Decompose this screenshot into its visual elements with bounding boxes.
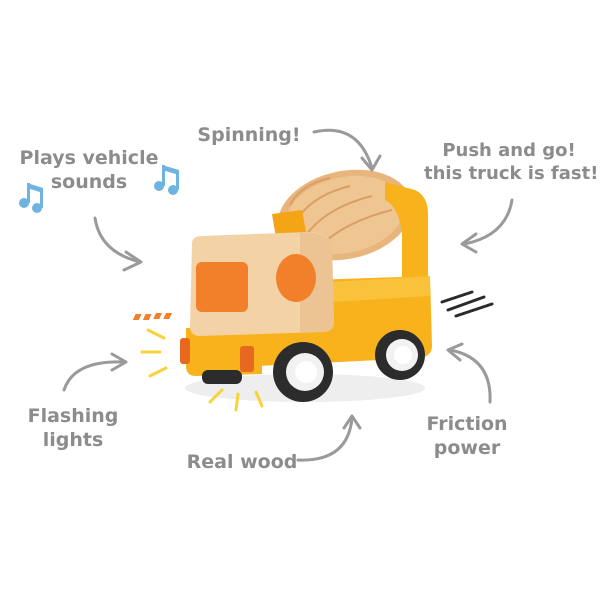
music-note-icon-2 [154,165,179,195]
front-bumper [180,326,262,376]
front-left-wheel [202,370,242,384]
right-headlight [240,346,254,372]
callout-friction-line2: power [433,436,501,459]
speed-lines-icon [440,290,494,318]
arrow-icon-wood [296,414,362,462]
callout-push-and-go: Push and go! this truck is fast! [424,140,599,185]
callout-spinning-line1: Spinning! [197,124,301,146]
front-wheel [273,342,333,402]
callout-flashing-line2: lights [42,428,104,451]
arrow-icon-spinning [312,128,382,172]
drum-support [272,182,428,286]
callout-friction-power: Friction power [412,413,522,461]
callout-spinning: Spinning! [194,124,304,148]
callout-vehicle-sounds-line1: Plays vehicle [19,147,159,169]
arrow-icon-push [460,198,514,254]
callout-flashing-line1: Flashing [27,405,119,427]
wooden-cab [132,232,334,336]
arrow-icon-sounds [93,216,143,272]
light-rays-icon [140,328,264,412]
arrow-icon-flashing [62,352,128,392]
callout-wood-line1: Real wood [186,451,298,473]
callout-real-wood: Real wood [182,451,302,475]
callout-flashing-lights: Flashing lights [18,405,128,453]
callout-push-line2: this truck is fast! [424,162,599,184]
music-note-icon [19,183,43,213]
callout-vehicle-sounds: Plays vehicle sounds [14,147,164,195]
left-headlight [180,338,190,364]
callout-push-line1: Push and go! [442,140,576,161]
cab-side-window [276,254,316,302]
arrow-icon-friction [446,342,492,404]
callout-vehicle-sounds-line2: sounds [50,170,128,193]
rear-wheel [375,330,425,380]
cab-front-window [196,262,248,312]
callout-friction-line1: Friction [426,413,508,435]
